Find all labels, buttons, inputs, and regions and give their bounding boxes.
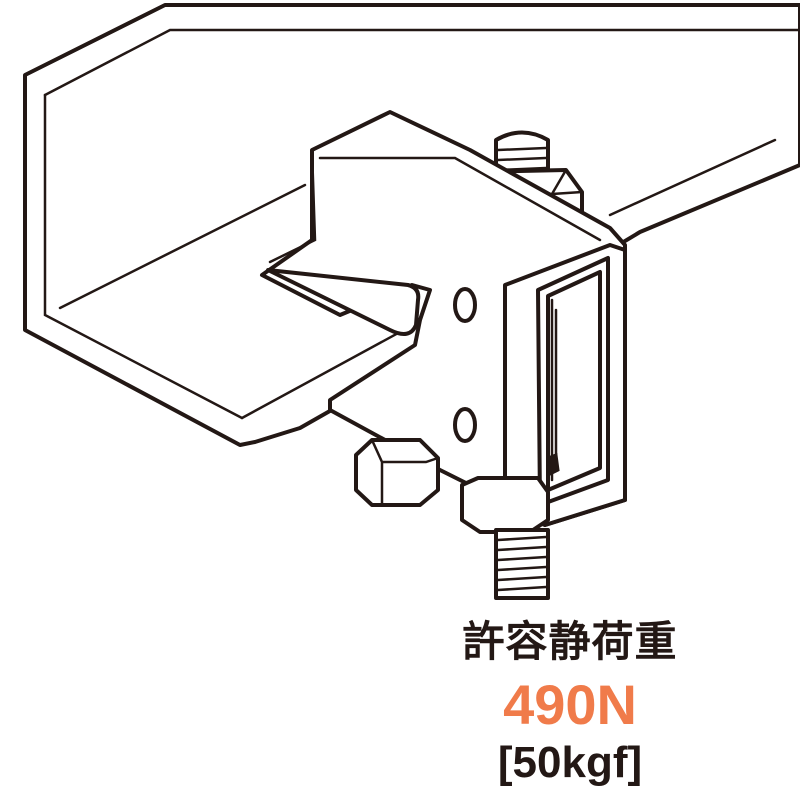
load-value-newton: 490N bbox=[503, 673, 637, 736]
beam-clamp-illustration bbox=[23, 3, 800, 600]
lower-threaded-rod bbox=[494, 528, 550, 600]
load-value-kgf: [50kgf] bbox=[497, 738, 643, 787]
load-title: 許容静荷重 bbox=[462, 617, 678, 666]
allowable-load-label: 許容静荷重 490N [50kgf] bbox=[400, 612, 740, 788]
clamp-body bbox=[260, 110, 627, 527]
lower-hex-nut-right bbox=[460, 476, 550, 534]
lower-hex-nut-left bbox=[354, 438, 440, 507]
